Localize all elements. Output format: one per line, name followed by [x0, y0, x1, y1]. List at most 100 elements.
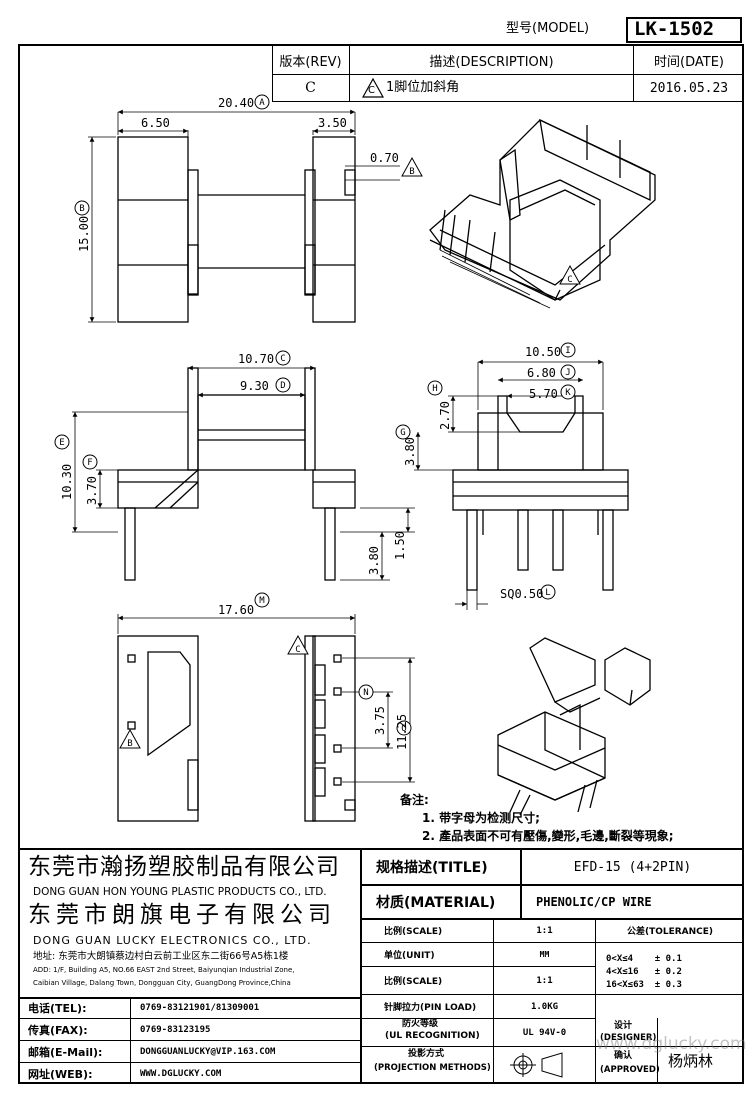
dim-2-70: 2.70: [438, 401, 452, 430]
designer-label-2: (DESIGNER): [600, 1033, 657, 1043]
rev-value: C: [305, 80, 316, 96]
projection-label-2: (PROJECTION METHODS): [374, 1063, 491, 1073]
scale-value: 1:1: [536, 925, 553, 936]
designer-label-1: 设计: [614, 1021, 633, 1031]
tolerance-label: 公差(TOLERANCE): [626, 927, 714, 937]
dim-sq: SQ0.50: [500, 587, 543, 601]
marker-m: M: [259, 596, 265, 606]
pin-load-value: 1.0KG: [530, 1001, 559, 1012]
approved-label-1: 确认: [614, 1051, 633, 1061]
marker-l: L: [545, 588, 550, 598]
company-name-1: 东莞市瀚扬塑胶制品有限公司: [28, 854, 340, 880]
date-header: 时间(DATE): [654, 54, 724, 70]
dim-10-30: 10.30: [60, 464, 74, 500]
company-address-cn: 地址: 东莞市大朗镇蔡边村白云前工业区东二街66号A5栋1楼: [33, 951, 289, 962]
unit-label: 单位(UNIT): [384, 951, 435, 961]
dim-11-25: 11.25: [395, 714, 409, 750]
marker-c-bottom: C: [295, 645, 300, 655]
fire-label-2: (UL RECOGNITION): [385, 1031, 480, 1041]
marker-a-top: A: [259, 98, 265, 108]
drawing-frame: [18, 44, 744, 1084]
tolerance-1: 0<X≤4 ± 0.1: [606, 954, 682, 964]
notes-line1: 1. 带字母为检测尺寸;: [422, 811, 540, 825]
desc-marker: C: [368, 85, 375, 96]
marker-b-bottom: B: [127, 739, 132, 749]
marker-k: K: [565, 388, 571, 398]
mail-label: 邮箱(E-Mail):: [28, 1045, 103, 1059]
dim-17-60: 17.60: [218, 603, 254, 617]
side-view: [414, 359, 629, 610]
unit-value: MM: [539, 950, 550, 959]
projection-label-1: 投影方式: [408, 1049, 445, 1059]
tolerance-3: 16<X≤63 ± 0.3: [606, 980, 682, 990]
marker-c-front: C: [280, 354, 285, 364]
marker-e: E: [59, 438, 64, 448]
dim-9-30: 9.30: [240, 379, 269, 393]
dim-6-50: 6.50: [141, 116, 170, 130]
approved-value: 杨炳林: [668, 1052, 714, 1070]
dim-3-70: 3.70: [85, 476, 99, 505]
notes-line2: 2. 產品表面不可有壓傷,變形,毛邊,斷裂等現象;: [422, 829, 674, 843]
revision-table: [272, 44, 744, 102]
technical-drawing: A B B C C D E F I J K H G L M C B N O 20…: [54, 94, 656, 822]
scale2-label: 比例(SCALE): [384, 977, 443, 987]
dim-20-40: 20.40: [218, 96, 254, 110]
front-view: [72, 365, 415, 581]
top-view: [88, 109, 400, 323]
marker-g: G: [400, 428, 405, 438]
dim-15-00: 15.00: [77, 216, 91, 252]
company-name-2-en: DONG GUAN LUCKY ELECTRONICS CO., LTD.: [33, 934, 312, 947]
dim-3-50: 3.50: [318, 116, 347, 130]
tolerance-2: 4<X≤16 ± 0.2: [606, 967, 682, 977]
desc-value: 1脚位加斜角: [386, 80, 460, 95]
date-value: 2016.05.23: [649, 80, 729, 96]
title-label: 规格描述(TITLE): [376, 860, 488, 876]
isometric-view-1: [429, 118, 656, 309]
scale-label: 比例(SCALE): [384, 927, 443, 937]
company-name-2: 东莞市朗旗电子有限公司: [28, 902, 336, 928]
watermark: www.dglucky.com: [596, 1034, 747, 1054]
dim-3-80b: 3.80: [403, 437, 417, 466]
marker-o: O: [401, 724, 406, 734]
material-label: 材质(MATERIAL): [376, 895, 496, 911]
scale2-value: 1:1: [536, 975, 553, 986]
title-value: EFD-15 (4+2PIN): [573, 859, 692, 875]
fax-value: 0769-83123195: [140, 1024, 211, 1035]
company-name-1-en: DONG GUAN HON YOUNG PLASTIC PRODUCTS CO.…: [33, 886, 327, 898]
tel-value: 0769-83121901/81309001: [140, 1003, 260, 1013]
marker-b-top: B: [79, 204, 84, 214]
marker-n: N: [363, 688, 368, 698]
pin-load-label: 针脚拉力(PIN LOAD): [384, 1003, 477, 1013]
dim-6-80: 6.80: [527, 366, 556, 380]
fax-label: 传真(FAX):: [28, 1023, 88, 1037]
dim-3-75: 3.75: [373, 706, 387, 735]
isometric-view-2: [497, 637, 651, 816]
company-address-en-2: Caibian Village, Dalang Town, Dongguan C…: [33, 979, 291, 987]
bottom-view: [117, 614, 415, 822]
fire-value: UL 94V-0: [522, 1027, 567, 1038]
dim-0-70: 0.70: [370, 151, 399, 165]
dim-10-50: 10.50: [525, 345, 561, 359]
web-label: 网址(WEB):: [28, 1067, 93, 1081]
tel-label: 电话(TEL):: [28, 1002, 87, 1015]
dim-5-70: 5.70: [529, 387, 558, 401]
marker-b-tri: B: [409, 167, 414, 177]
notes-title: 备注:: [400, 793, 429, 807]
fire-label-1: 防火等级: [402, 1019, 439, 1029]
markers: [54, 94, 581, 749]
marker-f: F: [87, 458, 92, 468]
marker-c-iso: C: [567, 275, 572, 285]
marker-i: I: [565, 346, 570, 356]
model-value: LK-1502: [634, 18, 715, 40]
material-value: PHENOLIC/CP WIRE: [536, 895, 652, 909]
dim-10-70: 10.70: [238, 352, 274, 366]
desc-header: 描述(DESCRIPTION): [429, 54, 554, 70]
company-address-en-1: ADD: 1/F, Building A5, NO.66 EAST 2nd St…: [33, 966, 295, 974]
dim-1-50: 1.50: [393, 531, 407, 560]
model-label: 型号(MODEL): [506, 21, 590, 36]
dim-3-80a: 3.80: [367, 546, 381, 575]
marker-d: D: [280, 381, 285, 391]
model-value-box: [626, 17, 742, 43]
marker-h: H: [432, 384, 437, 394]
approved-label-2: (APPROVED): [600, 1065, 660, 1075]
